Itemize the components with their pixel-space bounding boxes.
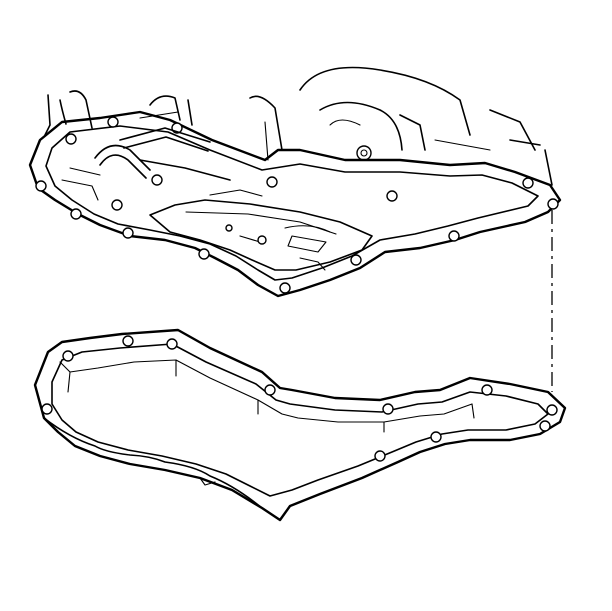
- pan-bolt-holes: [41, 335, 558, 462]
- valve-body: [61, 127, 373, 271]
- transmission-case: [44, 66, 553, 186]
- case-pan-rail: [28, 110, 562, 298]
- case-bolt-icon: [356, 145, 372, 161]
- oil-pan: [33, 328, 567, 522]
- rail-bolt-holes: [35, 116, 559, 294]
